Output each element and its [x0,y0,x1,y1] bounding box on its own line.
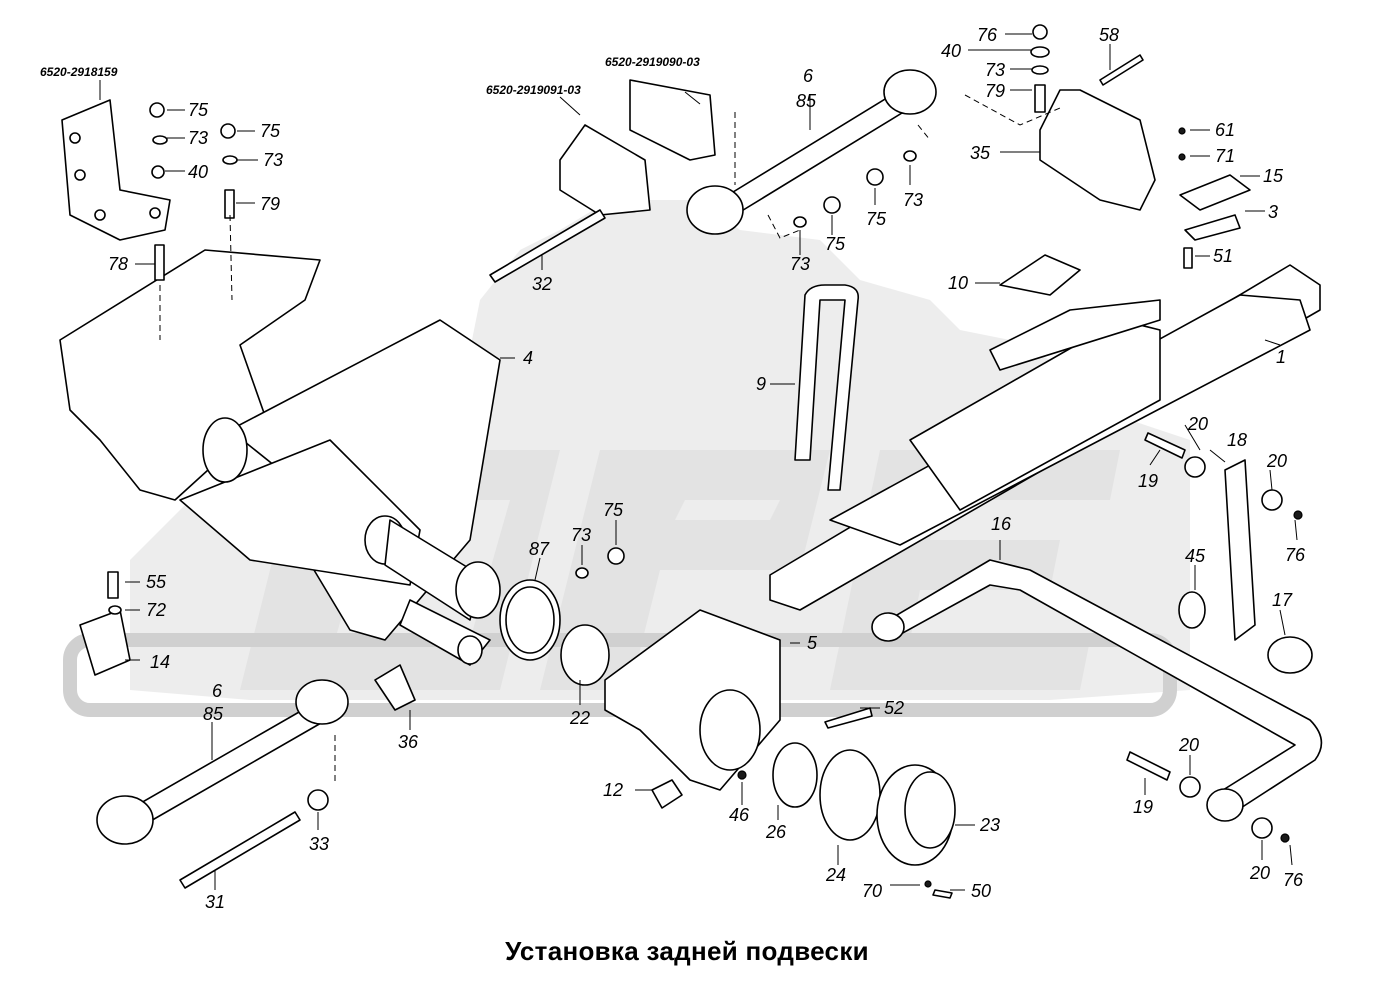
callout-label: 52 [884,698,904,718]
leader-lines [99,33,1298,891]
callout-label: 75 [603,500,624,520]
callout-label: 6 [803,66,814,86]
callout-label: 5 [807,633,818,653]
callout-label: 79 [985,81,1005,101]
callout-label: 79 [260,194,280,214]
callout-label: 4 [523,348,533,368]
callout-label: 73 [263,150,283,170]
hub-parts [499,579,956,866]
callout-label: 20 [1249,863,1270,883]
callout-label: 15 [1263,166,1284,186]
callout-label: 12 [603,780,623,800]
callout-label: 73 [188,128,208,148]
stabilizer-bar-part [871,559,1323,822]
diagram-caption: Установка задней подвески [505,936,869,966]
callout-label: 70 [862,881,882,901]
callout-label: 75 [188,100,209,120]
u-bolt-part [794,284,860,491]
part-code: 6520-2918159 [40,65,118,79]
callout-label: 45 [1185,546,1206,566]
callout-label: 50 [971,881,991,901]
callout-label: 26 [765,822,787,842]
callout-label: 16 [991,514,1012,534]
callout-label: 73 [790,254,810,274]
callout-label: 19 [1138,471,1158,491]
callout-label: 72 [146,600,166,620]
axle-beam-part [59,249,501,666]
callout-label: 33 [309,834,329,854]
callout-label: 78 [108,254,128,274]
callout-label: 24 [825,865,846,885]
callout-label: 85 [203,704,224,724]
callout-label: 9 [756,374,766,394]
reaction-rod-lower-part [96,679,349,845]
callout-label: 87 [529,539,550,559]
callout-label: 3 [1268,202,1278,222]
callout-label: 73 [903,190,923,210]
part-code: 6520-2919091-03 [486,83,581,97]
callout-label: 18 [1227,430,1247,450]
callout-label: 32 [532,274,552,294]
front-bracket-part [61,99,171,241]
callout-label: 75 [866,209,887,229]
callout-label: 76 [977,25,998,45]
callout-label: 17 [1272,590,1293,610]
callout-label: 31 [205,892,225,912]
callout-label: 73 [571,525,591,545]
reaction-rod-upper-part [686,69,937,235]
callout-label: 75 [825,234,846,254]
callout-label: 1 [1276,347,1286,367]
callout-label: 55 [146,572,167,592]
callout-label: 22 [569,708,590,728]
callout-label: 61 [1215,120,1235,140]
callout-label: 58 [1099,25,1119,45]
part-code-labels: 6520-2918159 6520-2919091-03 6520-291909… [40,55,700,97]
callout-label: 73 [985,60,1005,80]
callout-label: 46 [729,805,750,825]
part-code: 6520-2919090-03 [605,55,700,69]
callout-label: 20 [1266,451,1287,471]
callout-label: 71 [1215,146,1235,166]
callout-label: 14 [150,652,170,672]
callout-label: 85 [796,91,817,111]
callout-label: 76 [1283,870,1304,890]
callout-label: 51 [1213,246,1233,266]
callout-label: 23 [979,815,1000,835]
callout-label: 40 [188,162,208,182]
callout-label: 20 [1187,414,1208,434]
callout-label: 40 [941,41,961,61]
callout-labels: 75 73 75 73 40 79 78 4 32 6 85 76 40 73 … [108,25,1306,912]
callout-label: 75 [260,121,281,141]
callout-label: 6 [212,681,223,701]
leaf-spring-part [769,264,1321,611]
misc-parts [79,24,1313,899]
callout-label: 76 [1285,545,1306,565]
callout-label: 19 [1133,797,1153,817]
callout-label: 36 [398,732,419,752]
callout-label: 20 [1178,735,1199,755]
callout-label: 10 [948,273,968,293]
callout-label: 35 [970,143,991,163]
